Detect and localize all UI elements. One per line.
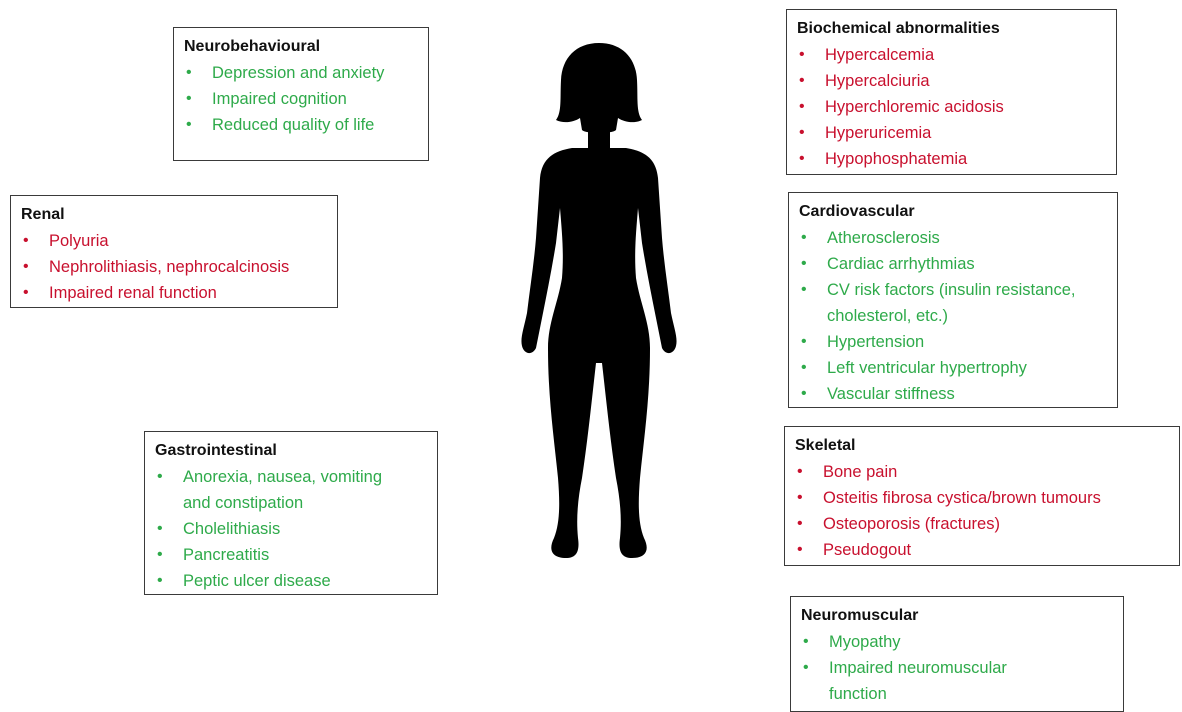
bullet-icon: • [797, 459, 803, 485]
gastrointestinal-title: Gastrointestinal [155, 440, 427, 462]
bullet-icon: • [23, 254, 29, 280]
renal-title: Renal [21, 204, 327, 226]
list-item: •Depression and anxiety [184, 60, 418, 86]
neuromuscular-title: Neuromuscular [801, 605, 1113, 627]
gastrointestinal-box: Gastrointestinal •Anorexia, nausea, vomi… [144, 431, 438, 595]
list-item: •Peptic ulcer disease [155, 568, 427, 594]
bullet-icon: • [23, 228, 29, 254]
neurobehavioural-list: •Depression and anxiety •Impaired cognit… [184, 60, 418, 138]
biochemical-box: Biochemical abnormalities •Hypercalcemia… [786, 9, 1117, 175]
list-item: •Hypercalcemia [797, 42, 1106, 68]
neurobehavioural-box: Neurobehavioural •Depression and anxiety… [173, 27, 429, 161]
list-item: •Hyperuricemia [797, 120, 1106, 146]
bullet-icon: • [801, 329, 807, 355]
list-item: •Cholelithiasis [155, 516, 427, 542]
bullet-icon: • [186, 60, 192, 86]
list-item: •Pseudogout [795, 537, 1169, 563]
list-item: •Bone pain [795, 459, 1169, 485]
list-item: •Impaired cognition [184, 86, 418, 112]
list-item: •Osteoporosis (fractures) [795, 511, 1169, 537]
list-item: •Left ventricular hypertrophy [799, 355, 1107, 381]
bullet-icon: • [799, 94, 805, 120]
list-item: •Hypercalciuria [797, 68, 1106, 94]
renal-list: •Polyuria •Nephrolithiasis, nephrocalcin… [21, 228, 327, 306]
list-item: •Pancreatitis [155, 542, 427, 568]
bullet-icon: • [799, 146, 805, 172]
list-item: •Hypertension [799, 329, 1107, 355]
cardiovascular-title: Cardiovascular [799, 201, 1107, 223]
list-item: •Nephrolithiasis, nephrocalcinosis [21, 254, 327, 280]
skeletal-list: •Bone pain •Osteitis fibrosa cystica/bro… [795, 459, 1169, 563]
bullet-icon: • [801, 355, 807, 381]
bullet-icon: • [801, 225, 807, 251]
cardiovascular-box: Cardiovascular •Atherosclerosis •Cardiac… [788, 192, 1118, 408]
list-item: •Vascular stiffness [799, 381, 1107, 407]
list-item: •Cardiac arrhythmias [799, 251, 1107, 277]
bullet-icon: • [799, 120, 805, 146]
skeletal-title: Skeletal [795, 435, 1169, 457]
bullet-icon: • [157, 542, 163, 568]
list-item: •Myopathy [801, 629, 1113, 655]
bullet-icon: • [797, 485, 803, 511]
bullet-icon: • [799, 42, 805, 68]
list-item: •Hyperchloremic acidosis [797, 94, 1106, 120]
bullet-icon: • [186, 86, 192, 112]
list-item: •Osteitis fibrosa cystica/brown tumours [795, 485, 1169, 511]
neuromuscular-list: •Myopathy •Impaired neuromuscular functi… [801, 629, 1113, 707]
bullet-icon: • [803, 629, 809, 655]
bullet-icon: • [157, 464, 163, 490]
bullet-icon: • [803, 655, 809, 681]
bullet-icon: • [23, 280, 29, 306]
list-item: •Impaired neuromuscular function [801, 655, 1113, 707]
list-item: •Impaired renal function [21, 280, 327, 306]
skeletal-box: Skeletal •Bone pain •Osteitis fibrosa cy… [784, 426, 1180, 566]
list-item: •CV risk factors (insulin resistance, ch… [799, 277, 1107, 329]
list-item: •Anorexia, nausea, vomiting and constipa… [155, 464, 427, 516]
bullet-icon: • [186, 112, 192, 138]
list-item: •Polyuria [21, 228, 327, 254]
list-item: •Hypophosphatemia [797, 146, 1106, 172]
female-body-silhouette-icon [514, 38, 684, 568]
gastrointestinal-list: •Anorexia, nausea, vomiting and constipa… [155, 464, 427, 594]
neurobehavioural-title: Neurobehavioural [184, 36, 418, 58]
bullet-icon: • [157, 516, 163, 542]
bullet-icon: • [801, 381, 807, 407]
bullet-icon: • [157, 568, 163, 594]
biochemical-title: Biochemical abnormalities [797, 18, 1106, 40]
bullet-icon: • [801, 251, 807, 277]
bullet-icon: • [799, 68, 805, 94]
biochemical-list: •Hypercalcemia •Hypercalciuria •Hyperchl… [797, 42, 1106, 172]
renal-box: Renal •Polyuria •Nephrolithiasis, nephro… [10, 195, 338, 308]
list-item: •Reduced quality of life [184, 112, 418, 138]
list-item: •Atherosclerosis [799, 225, 1107, 251]
neuromuscular-box: Neuromuscular •Myopathy •Impaired neurom… [790, 596, 1124, 712]
bullet-icon: • [797, 511, 803, 537]
cardiovascular-list: •Atherosclerosis •Cardiac arrhythmias •C… [799, 225, 1107, 407]
bullet-icon: • [801, 277, 807, 303]
bullet-icon: • [797, 537, 803, 563]
